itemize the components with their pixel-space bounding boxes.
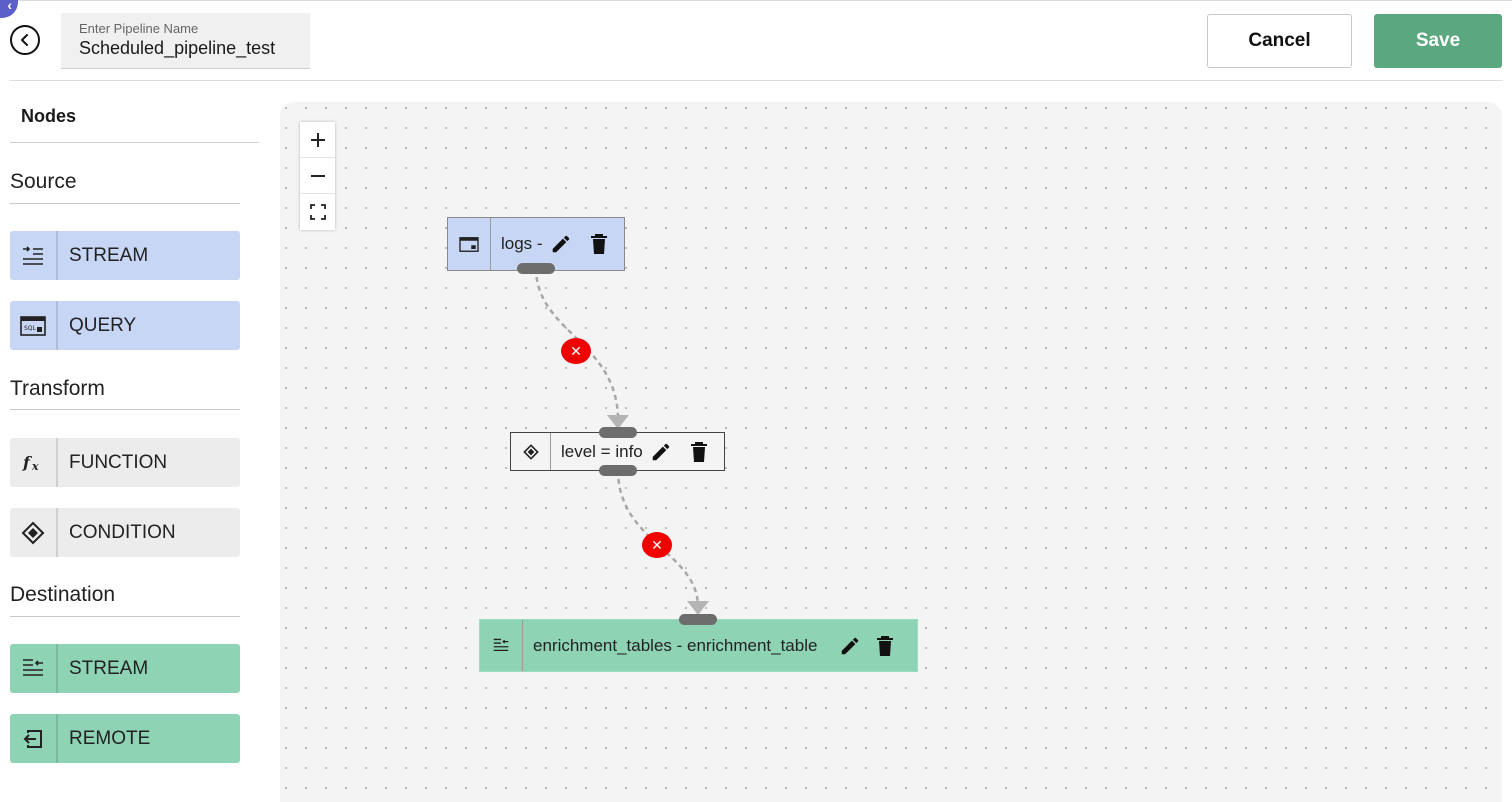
palette-source-stream[interactable]: STREAM: [10, 231, 240, 280]
trash-icon[interactable]: [679, 441, 719, 463]
node-label: enrichment_tables - enrichment_table: [533, 635, 818, 655]
pipeline-name-field[interactable]: Enter Pipeline Name: [61, 13, 310, 69]
fit-view-button[interactable]: [300, 194, 335, 230]
edge-delete-button[interactable]: ✕: [642, 532, 672, 558]
pipeline-name-input[interactable]: [79, 38, 304, 59]
minus-icon: [310, 174, 325, 177]
section-title-destination: Destination: [10, 583, 116, 606]
pipeline-canvas[interactable]: logs - level = info enrichment_table: [280, 102, 1502, 802]
nodes-divider: [10, 142, 259, 143]
trash-icon[interactable]: [579, 233, 619, 255]
condition-diamond-icon: [10, 508, 58, 557]
remote-exit-icon: [10, 714, 58, 763]
svg-text:f: f: [22, 453, 33, 472]
node-output-handle[interactable]: [517, 263, 555, 274]
plus-icon: [310, 132, 325, 147]
node-input-handle[interactable]: [599, 427, 637, 438]
stream-input-icon: [10, 231, 58, 280]
flow-node-stream-destination[interactable]: enrichment_tables - enrichment_table: [479, 619, 918, 672]
palette-item-label: STREAM: [69, 244, 149, 266]
top-border: [0, 0, 1512, 1]
edge-arrowhead: [607, 415, 629, 429]
palette-item-label: STREAM: [69, 657, 149, 679]
trash-icon[interactable]: [869, 635, 901, 657]
palette-item-label: QUERY: [69, 314, 137, 336]
palette-item-label: REMOTE: [69, 727, 151, 749]
edges-layer: [534, 267, 709, 615]
sql-query-icon: [448, 218, 491, 270]
palette-destination-remote[interactable]: REMOTE: [10, 714, 240, 763]
palette-transform-condition[interactable]: CONDITION: [10, 508, 240, 557]
arrow-left-icon: [21, 34, 28, 46]
cancel-button[interactable]: Cancel: [1207, 14, 1352, 68]
condition-diamond-icon: [511, 433, 551, 470]
zoom-in-button[interactable]: [300, 122, 335, 158]
pipeline-name-label: Enter Pipeline Name: [79, 21, 199, 36]
header-divider: [10, 80, 1502, 81]
palette-destination-stream[interactable]: STREAM: [10, 644, 240, 693]
back-button[interactable]: [10, 25, 40, 55]
section-title-transform: Transform: [10, 377, 105, 400]
stream-output-icon: [480, 620, 523, 671]
palette-item-label: CONDITION: [69, 521, 176, 543]
fullscreen-icon: [309, 204, 326, 220]
sql-query-icon: SQL: [10, 301, 58, 350]
palette-item-label: FUNCTION: [69, 451, 168, 473]
edit-pencil-icon[interactable]: [817, 635, 869, 657]
section-divider: [10, 616, 240, 617]
node-label: level = info: [561, 441, 643, 461]
zoom-out-button[interactable]: [300, 158, 335, 194]
function-fx-icon: f x: [10, 438, 58, 487]
collapse-chevron-icon[interactable]: ‹: [0, 0, 18, 18]
node-output-handle[interactable]: [599, 465, 637, 476]
edge-arrowhead: [687, 601, 709, 615]
edge-delete-button[interactable]: ✕: [561, 338, 591, 364]
node-label: logs -: [501, 234, 543, 253]
stream-output-icon: [10, 644, 58, 693]
edit-pencil-icon[interactable]: [543, 233, 579, 255]
section-divider: [10, 409, 240, 410]
svg-text:SQL: SQL: [24, 325, 37, 332]
section-divider: [10, 203, 240, 204]
flow-node-query[interactable]: logs -: [447, 217, 625, 271]
edge-condition-to-destination: [616, 469, 700, 608]
zoom-controls: [300, 122, 335, 230]
palette-source-query[interactable]: SQL QUERY: [10, 301, 240, 350]
svg-text:x: x: [31, 460, 39, 473]
nodes-panel-title: Nodes: [21, 106, 77, 126]
node-input-handle[interactable]: [679, 614, 717, 625]
save-button[interactable]: Save: [1374, 14, 1502, 68]
section-title-source: Source: [10, 170, 77, 193]
palette-transform-function[interactable]: f x FUNCTION: [10, 438, 240, 487]
edit-pencil-icon[interactable]: [643, 441, 679, 463]
